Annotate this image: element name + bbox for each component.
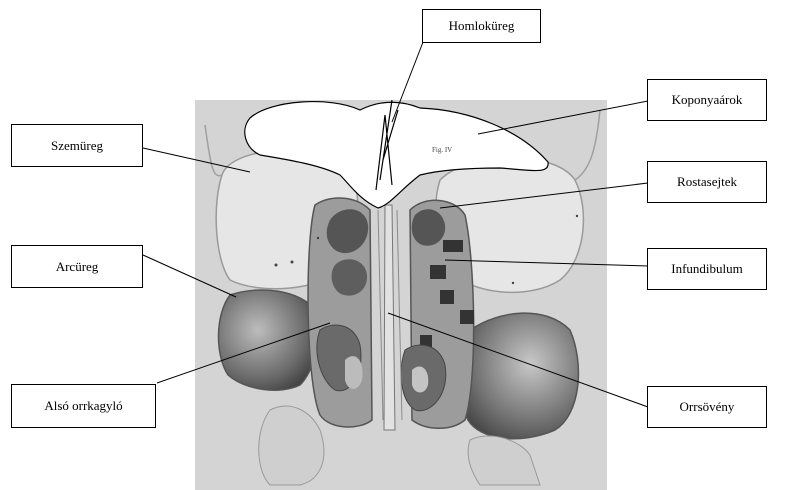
label-koponyaarok: Koponyaárok [647,79,767,121]
label-arcureg: Arcüreg [11,245,143,288]
right-maxillary-sinus [458,313,578,439]
left-maxillary-sinus [218,290,316,390]
label-orrsoveny: Orrsövény [647,386,767,428]
label-rostasejtek: Rostasejtek [647,161,767,203]
label-szemureg: Szemüreg [11,124,143,167]
label-also-orrkagylo: Alsó orrkagyló [11,384,156,428]
label-infundibulum: Infundibulum [647,248,767,290]
svg-text:Fig. IV: Fig. IV [432,146,452,154]
label-homlokureg: Homloküreg [422,9,541,43]
